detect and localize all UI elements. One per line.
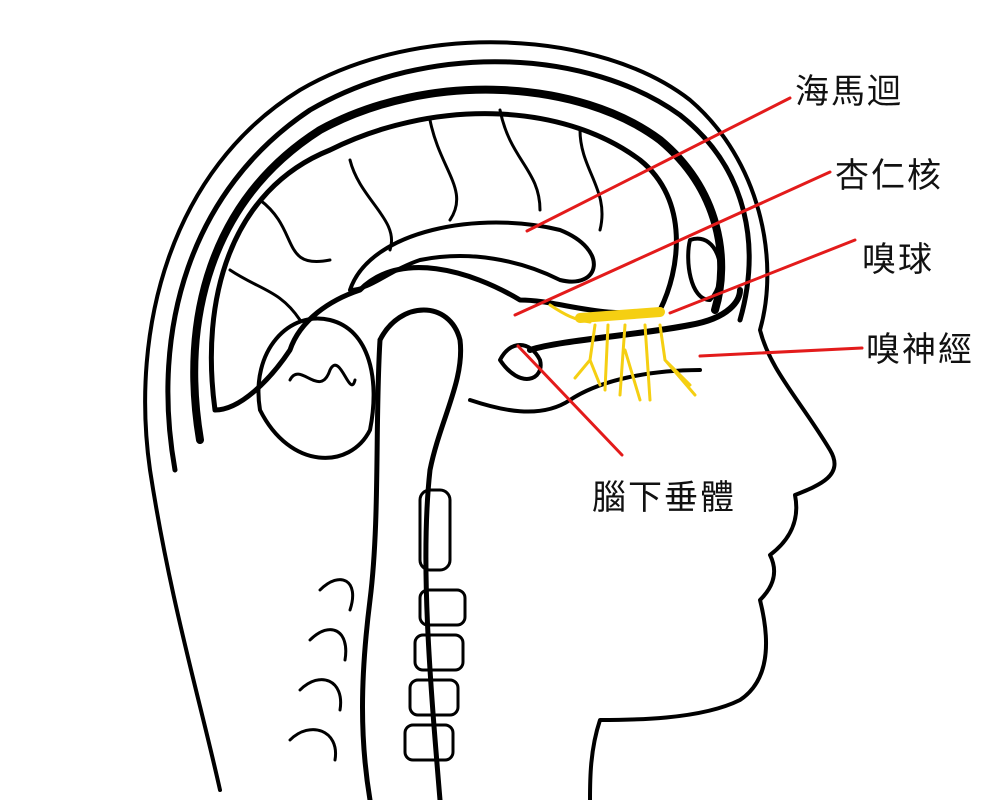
leader-line-hippocampus	[525, 96, 792, 233]
skull-outline	[165, 59, 752, 473]
leader-line-amygdala	[513, 170, 832, 317]
cerebellum	[256, 316, 376, 460]
leader-line-olfactory-nerve	[698, 346, 864, 358]
leader-line-olfactory-bulb	[668, 238, 857, 315]
sinus	[686, 236, 723, 302]
vertebrae	[288, 488, 467, 762]
label-pituitary: 腦下垂體	[592, 478, 736, 518]
skull-inner	[190, 85, 726, 444]
olfactory-bulb	[575, 307, 665, 323]
brainstem	[377, 307, 464, 800]
label-amygdala: 杏仁核	[835, 156, 943, 196]
olfactory-nerve-fibers	[573, 323, 697, 402]
corpus-callosum	[348, 220, 596, 292]
label-olfactory-nerve: 嗅神經	[866, 330, 974, 370]
leader-line-pituitary	[516, 344, 624, 457]
head-outline	[143, 40, 837, 800]
label-hippocampus: 海馬迴	[795, 72, 903, 112]
label-olfactory-bulb: 嗅球	[862, 240, 934, 280]
olfactory-structure	[548, 303, 697, 402]
